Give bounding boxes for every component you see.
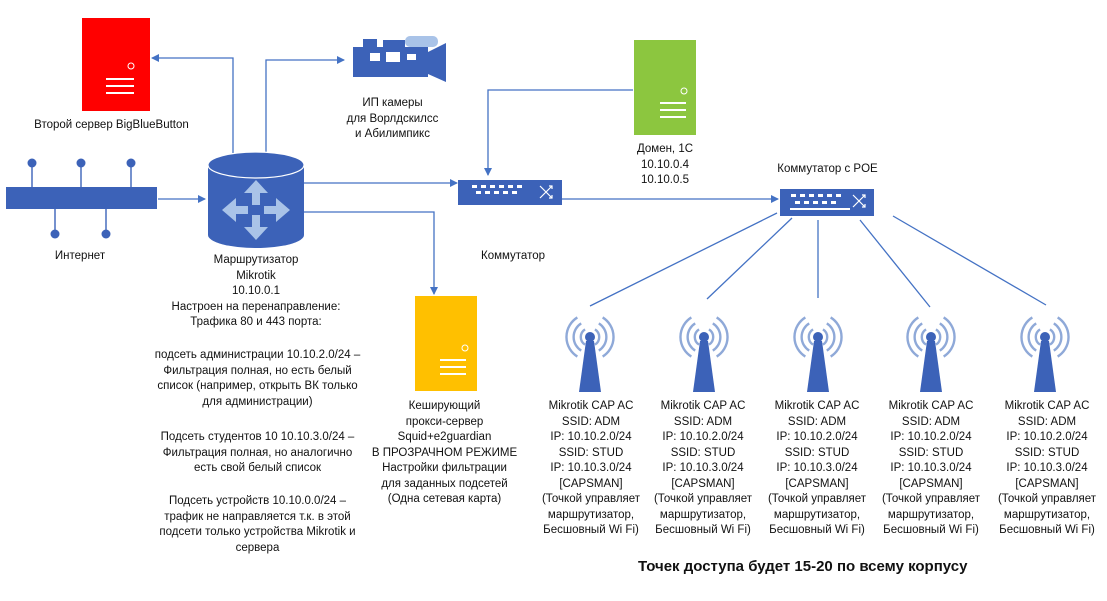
link-router-camera — [265, 56, 345, 153]
connections — [151, 54, 1047, 308]
link-poe-ap4 — [859, 219, 931, 308]
link-router-proxy — [303, 211, 438, 295]
admin-subnet-note: подсеть администрации 10.10.2.0/24 – Фил… — [154, 349, 361, 408]
internet-bus-icon — [6, 158, 157, 239]
proxy-label: Кеширующий прокси-сервер Squid+e2guardia… — [371, 400, 518, 505]
link-domain-switch — [484, 89, 633, 176]
access-point-icons — [565, 316, 1070, 392]
wireless-antenna-icon — [565, 316, 615, 392]
poe-switch-label: Коммутатор с POE — [777, 163, 878, 175]
device-subnet-note: Подсеть устройств 10.10.0.0/24 – трафик … — [159, 495, 356, 554]
link-poe-ap1 — [589, 212, 778, 307]
wireless-antenna-icon — [793, 316, 843, 392]
bbb-server-icon — [82, 18, 150, 111]
switch-icon — [458, 180, 562, 205]
footer-note: Точек доступа будет 15-20 по всему корпу… — [638, 558, 968, 575]
wireless-antenna-icon — [906, 316, 956, 392]
wireless-antenna-icon — [1020, 316, 1070, 392]
router-icon — [207, 151, 305, 248]
student-subnet-note: Подсеть студентов 10 10.10.3.0/24 – Филь… — [160, 431, 355, 474]
domain-server-label: Домен, 1С 10.10.0.4 10.10.0.5 — [636, 143, 694, 186]
link-router-bbb — [151, 54, 234, 153]
bbb-server-label: Второй сервер BigBlueButton — [34, 119, 189, 131]
video-camera-icon — [353, 36, 446, 82]
wireless-antenna-icon — [679, 316, 729, 392]
proxy-server-icon — [415, 296, 477, 391]
internet-label: Интернет — [54, 250, 106, 262]
link-poe-ap5 — [892, 215, 1047, 306]
poe-switch-icon — [780, 189, 874, 216]
domain-server-icon — [634, 40, 696, 135]
link-poe-ap2 — [706, 217, 793, 300]
router-label: Маршрутизатор Mikrotik 10.10.0.1 Настрое… — [171, 254, 341, 328]
camera-label: ИП камеры для Ворлдскилсс и Абилимпикс — [346, 97, 439, 140]
switch-label: Коммутатор — [481, 250, 545, 262]
